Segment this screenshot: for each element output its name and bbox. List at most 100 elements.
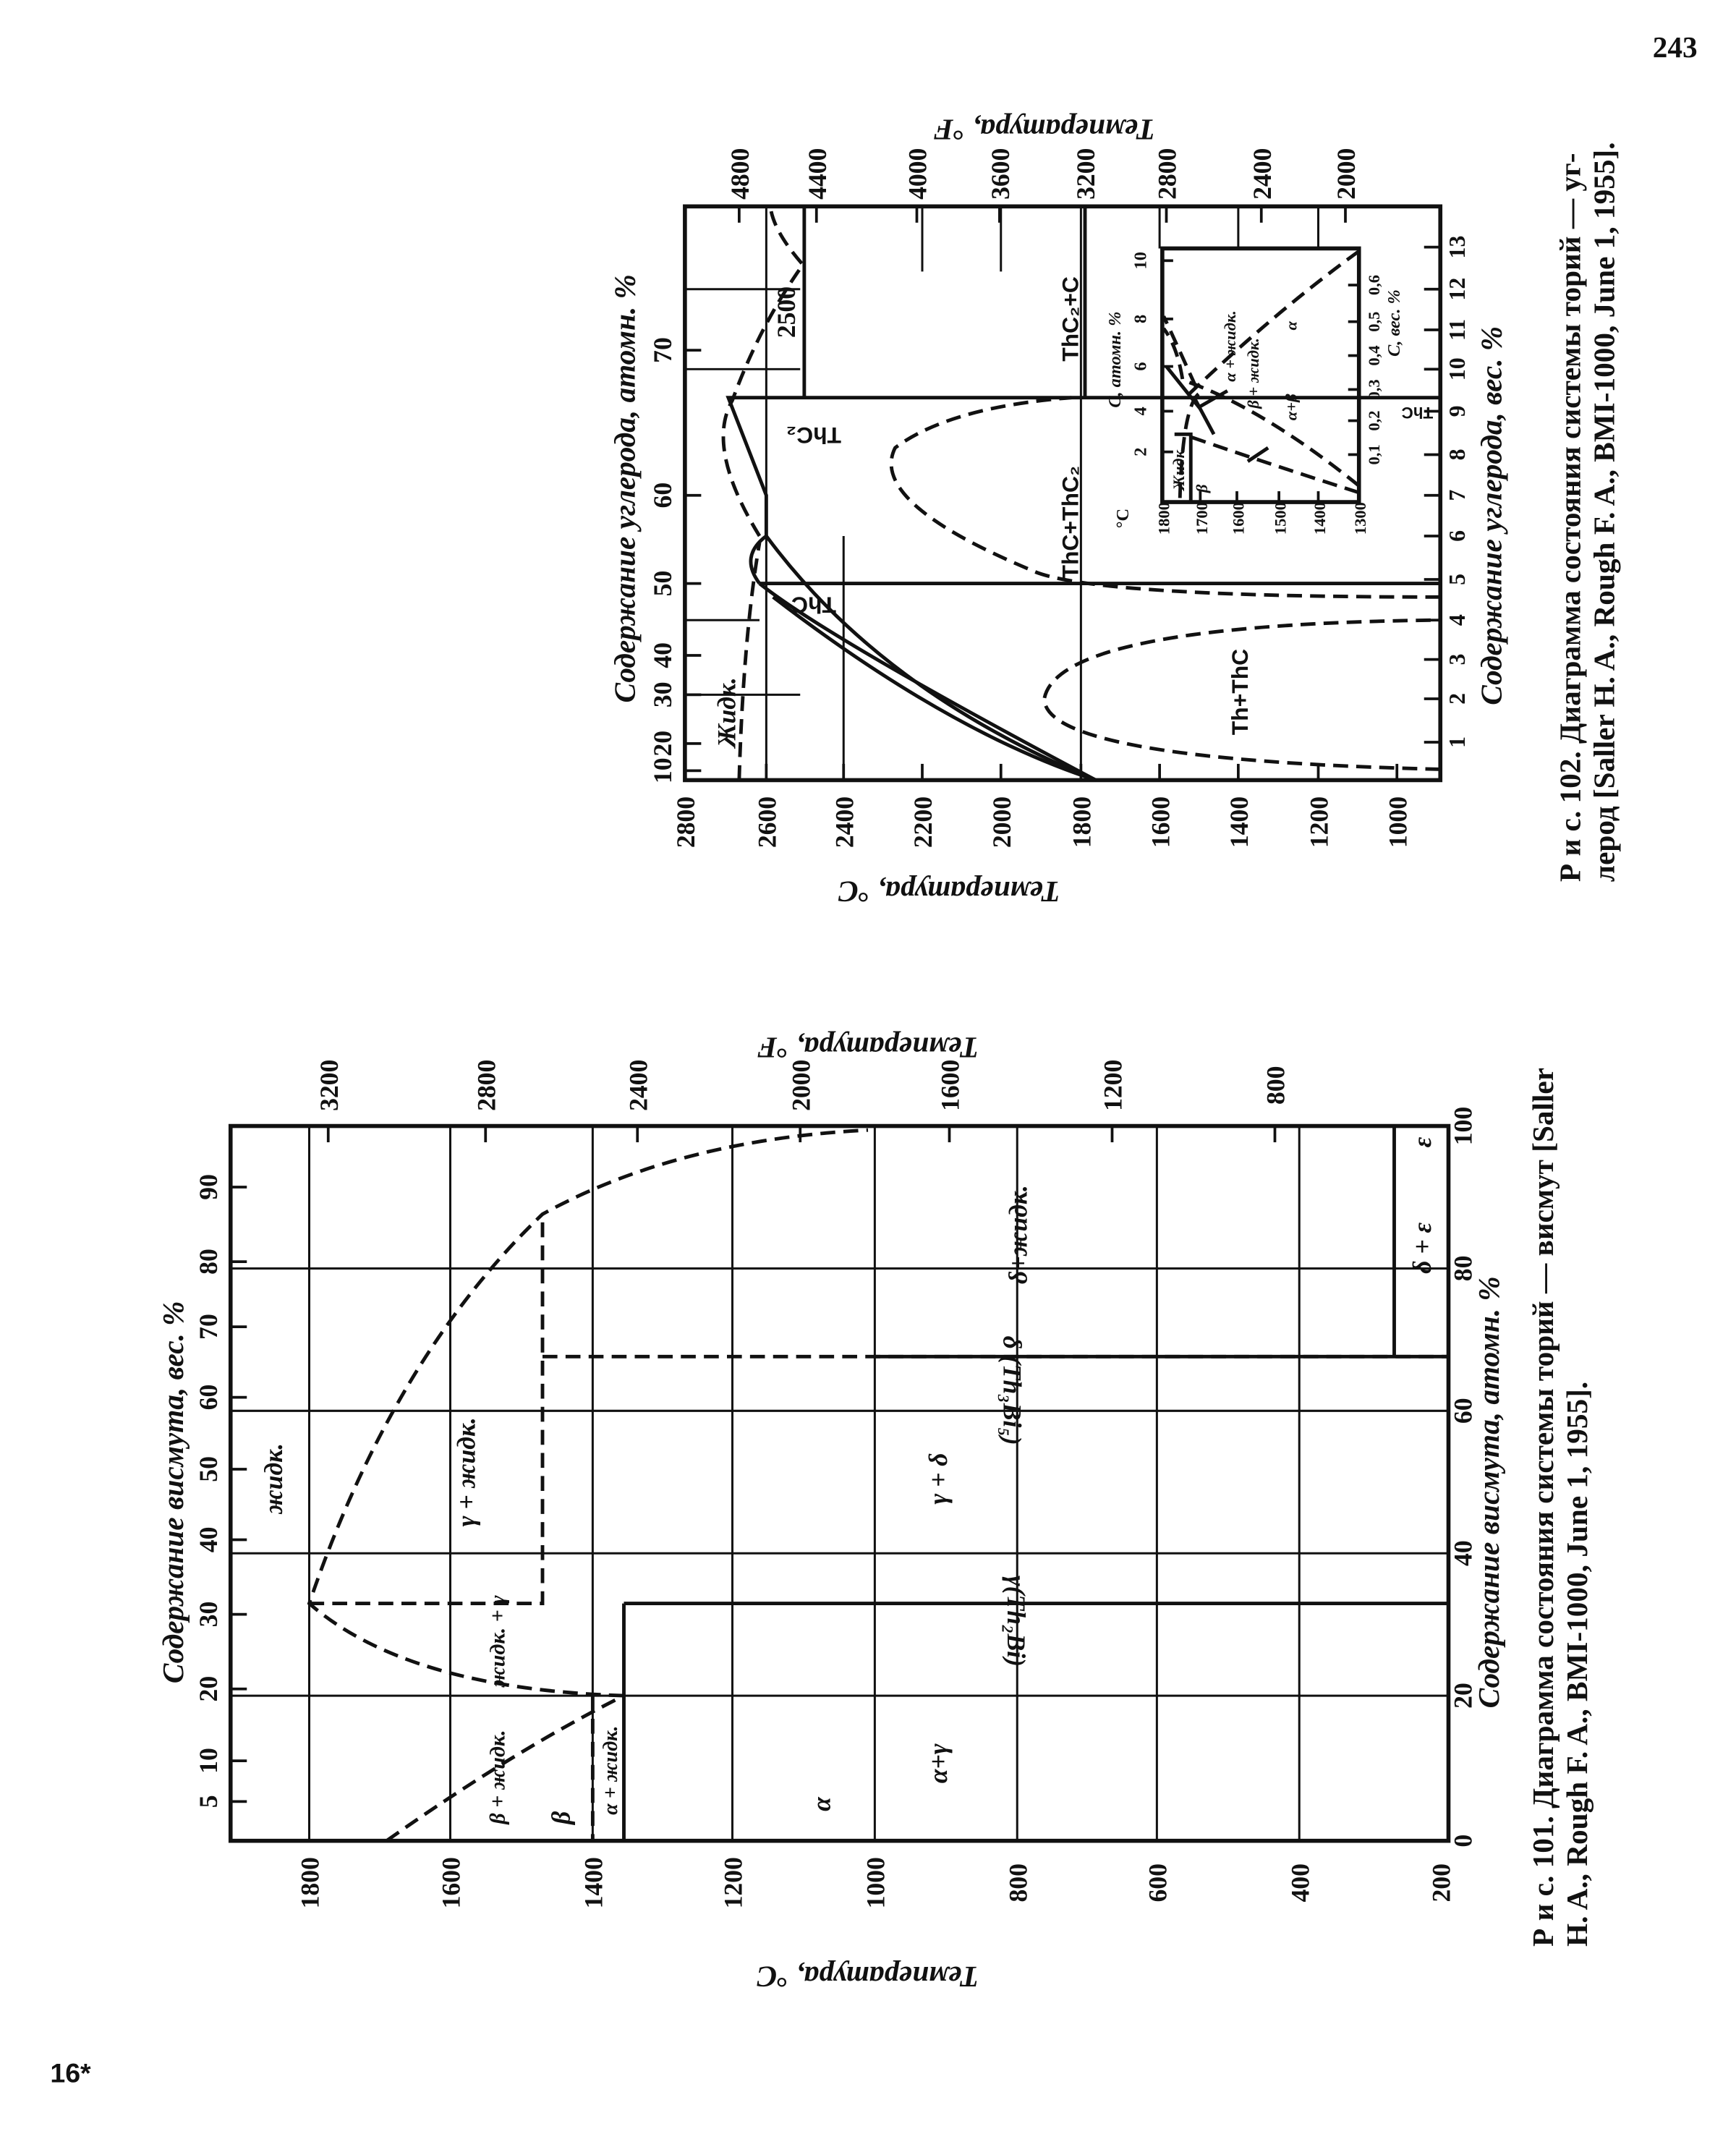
inset-thc-label: ThC (1402, 404, 1434, 422)
temp-f-tick-label: 4000 (903, 148, 932, 200)
wt-tick-label: 1 (1444, 736, 1470, 748)
wt-tick-label: 70 (194, 1314, 223, 1340)
temp-c-tick-label: 1000 (861, 1857, 890, 1908)
region-alpha-gamma: α+γ (924, 1743, 953, 1783)
inset-wt-tick-label: 0,5 (1365, 312, 1383, 332)
wt-tick-label: 40 (194, 1527, 223, 1553)
at-tick-label: 80 (1448, 1256, 1477, 1282)
region-th-thc: Th+ThC (1227, 649, 1253, 735)
inset-temp-tick-label: 1300 (1351, 502, 1369, 535)
region-thc: ThC (791, 592, 836, 618)
temp-c-tick-label: 800 (1003, 1863, 1032, 1902)
temp-f-tick-label: 3200 (315, 1060, 344, 1111)
fig101-at-title: Содержание висмута, атомн. % (1472, 1276, 1505, 1708)
fig102-at-title: Содержание углерода, атомн. % (608, 274, 642, 702)
wt-tick-label: 50 (194, 1456, 223, 1482)
region-alpha: α (807, 1796, 836, 1811)
fig102-region-labels: Жидк. 2500 ThC₂ ThC ThC₂+C ThC+ThC₂ Th+T… (712, 276, 1253, 749)
at-tick-label: 40 (1448, 1540, 1477, 1566)
fig101-wt-title: Содержание висмута, вес. % (156, 1301, 190, 1683)
temp-f-tick-label: 2000 (1332, 148, 1361, 200)
at-tick-label: 100 (1448, 1107, 1477, 1145)
wt-tick-label: 11 (1444, 319, 1470, 341)
temp-f-tick-label: 4400 (803, 148, 832, 200)
temp-c-tick-label: 1600 (1146, 796, 1175, 848)
inset-wt-tick-label: 0,3 (1365, 379, 1383, 399)
region-thc-thc2: ThC+ThC₂ (1058, 466, 1084, 579)
region-liquid: жидк. (259, 1443, 288, 1515)
fig101-region-labels: жидк. γ + жидк. жидк. + γ β + жидк. β α … (259, 1136, 1437, 1826)
inset-region-alpha-beta: α+β (1282, 394, 1301, 420)
inset-at-tick-label: 4 (1131, 407, 1150, 415)
temp-f-tick-label: 3200 (1071, 148, 1100, 200)
region-delta-eps: δ + ε (1408, 1222, 1437, 1273)
temp-f-tick-label: 1600 (936, 1060, 965, 1111)
at-tick-label: 60 (1448, 1398, 1477, 1424)
temp-c-tick-label: 2800 (671, 796, 700, 848)
fig101-temp-c-title: Температура, °С (757, 1960, 979, 1994)
at-tick-label: 50 (648, 571, 677, 597)
temp-c-tick-label: 1800 (296, 1857, 325, 1908)
fig102-temp-c-title: Температура, °С (838, 875, 1060, 909)
fig101-caption-line2: H. A., Rough F. A., BMI-1000, June 1, 19… (1560, 1382, 1594, 1947)
temp-f-tick-label: 2400 (624, 1060, 652, 1111)
inset-at-tick-label: 8 (1131, 315, 1150, 323)
signature-mark: 16* (50, 2057, 91, 2088)
region-delta-th3bi5: δ (Th₃Bi₅) (998, 1336, 1027, 1445)
fig101-caption-line1: Р и с. 101. Диаграмма состояния системы … (1526, 1068, 1560, 1947)
region-gamma-liquid: γ + жидк. (451, 1417, 480, 1526)
region-gamma-th2bi: γ(Th₂Bi) (1002, 1576, 1031, 1667)
region-2500: 2500 (772, 286, 801, 338)
wt-tick-label: 10 (1444, 357, 1470, 381)
temp-c-tick-label: 1200 (1305, 796, 1334, 848)
temp-c-tick-label: 1200 (719, 1857, 748, 1908)
wt-tick-label: 12 (1444, 278, 1470, 301)
inset-at-tick-label: 10 (1131, 252, 1150, 269)
temp-f-tick-label: 800 (1261, 1066, 1290, 1105)
fig102-temp-f-title: Температура, °F (934, 113, 1155, 146)
temp-f-tick-label: 1200 (1099, 1060, 1128, 1111)
wt-tick-label: 6 (1444, 530, 1470, 542)
fig101-grid (230, 1126, 1449, 1841)
inset-wt-tick-label: 0,2 (1365, 411, 1383, 431)
temp-c-tick-label: 400 (1285, 1863, 1314, 1902)
wt-tick-label: 4 (1444, 614, 1470, 626)
inset-temp-tick-label: 1600 (1229, 502, 1247, 535)
wt-tick-label: 10 (194, 1748, 223, 1774)
region-beta-liquid: β + жидк. (486, 1730, 510, 1824)
inset-temp-tick-label: 1700 (1193, 502, 1211, 535)
inset-at-title: C, атомн. % (1105, 312, 1125, 408)
fig102-wt-title: Содержание углерода, вес. % (1475, 326, 1508, 705)
fig101-phase-lines (307, 1126, 1449, 1842)
inset-region-alpha: α (1282, 321, 1301, 331)
inset-temp-tick-label: 1500 (1272, 502, 1290, 535)
inset-region-beta: β (1193, 484, 1211, 493)
inset-temp-tick-label: 1400 (1311, 502, 1329, 535)
region-thc2-c: ThC₂+C (1058, 276, 1084, 362)
temp-c-tick-label: 200 (1426, 1863, 1455, 1902)
wt-tick-label: 30 (194, 1602, 223, 1628)
temp-c-tick-label: 2000 (987, 796, 1016, 848)
wt-tick-label: 7 (1444, 490, 1470, 501)
temp-f-tick-label: 2000 (786, 1060, 815, 1111)
temp-f-tick-label: 2400 (1248, 148, 1277, 200)
at-tick-label: 10 (648, 758, 677, 784)
region-alpha-liquid: α + жидк. (600, 1726, 622, 1815)
temp-c-tick-label: 1400 (1225, 796, 1254, 848)
fig102-frame (683, 204, 1443, 783)
wt-tick-label: 9 (1444, 405, 1470, 417)
wt-tick-label: 13 (1444, 236, 1470, 259)
at-tick-label: 30 (648, 682, 677, 708)
wt-tick-label: 3 (1444, 654, 1470, 666)
inset-at-tick-label: 2 (1131, 448, 1150, 456)
region-liquid: Жидк. (712, 677, 741, 749)
fig102-caption-line1: Р и с. 102. Диаграмма состояния системы … (1553, 153, 1586, 882)
inset-temp-unit: °C (1113, 509, 1133, 528)
